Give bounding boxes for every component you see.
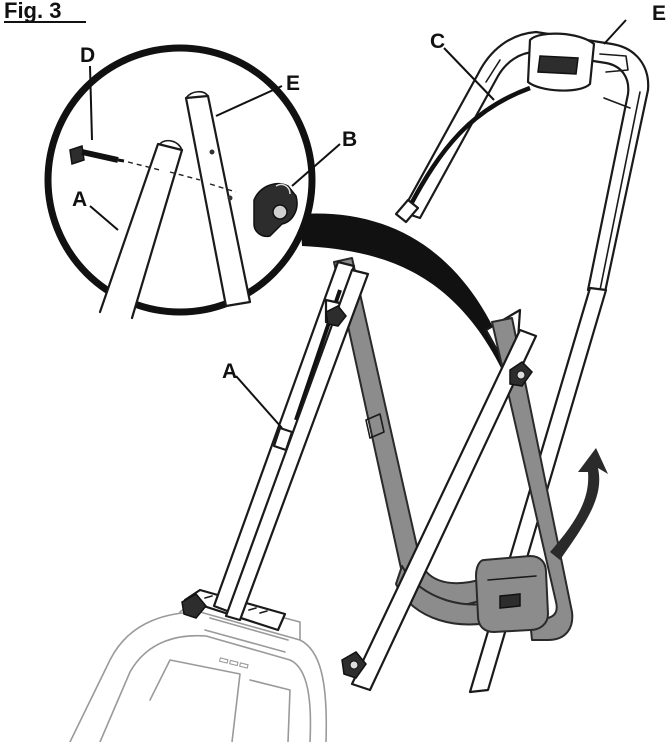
knob-b	[253, 182, 298, 238]
knob-lower-right	[341, 651, 367, 679]
fold-up-arrow-icon	[550, 448, 608, 560]
figure-title-group: Fig. 3	[4, 0, 86, 23]
callout-e-inset: E	[286, 72, 300, 95]
figure-title: Fig. 3	[4, 0, 61, 23]
right-long-rail	[350, 328, 538, 692]
knob-lower-left	[181, 593, 207, 619]
mower-deck: ▭▭▭	[69, 595, 328, 742]
callout-b: B	[342, 128, 357, 151]
callout-c: C	[430, 30, 445, 53]
upper-handle	[394, 30, 650, 294]
callout-a-main: A	[222, 360, 237, 383]
callout-e-top: E	[652, 2, 666, 25]
bolt-d	[69, 145, 237, 193]
knob-upper-right	[509, 361, 533, 387]
knob-top-left	[325, 305, 347, 327]
leader-lines	[89, 19, 627, 429]
inset-connector-band	[300, 213, 512, 376]
callout-d: D	[80, 44, 95, 67]
deck-logo-mark: ▭▭▭	[217, 653, 250, 672]
callouts: D A E B C E A	[72, 2, 666, 383]
inset-circle-border	[44, 44, 316, 316]
battery-pack	[475, 555, 549, 633]
callout-a-inset: A	[72, 188, 87, 211]
inset-detail	[44, 44, 316, 320]
front-rail	[224, 268, 370, 622]
